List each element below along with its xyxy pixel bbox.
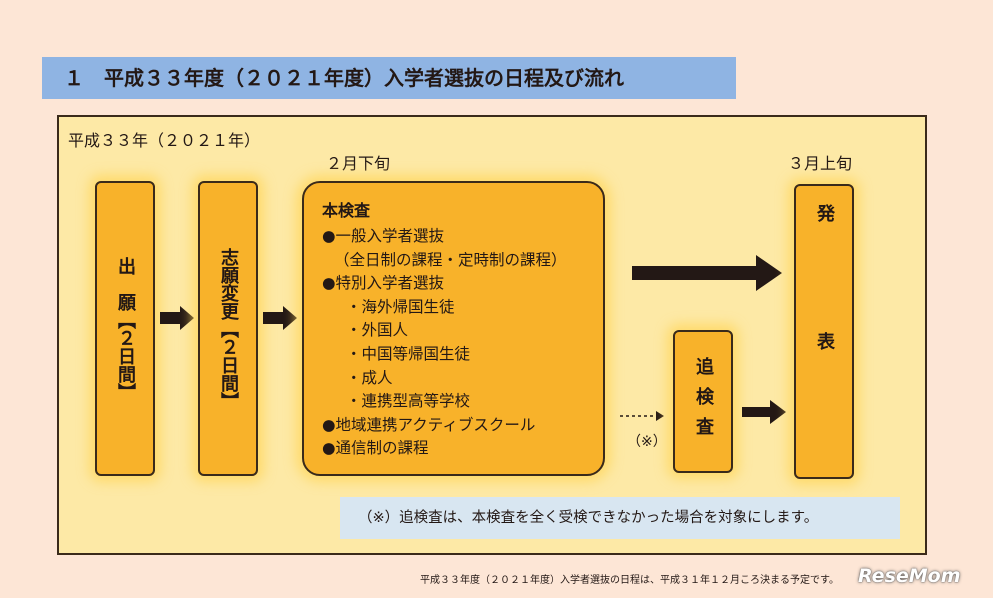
year-label: 平成３３年（２０２１年） <box>68 131 261 150</box>
main-exam-line: ・外国人 <box>346 321 409 340</box>
date-late-february: ２月下旬 <box>326 154 391 173</box>
date-early-march: ３月上旬 <box>788 154 853 173</box>
arrow-right-icon <box>160 306 194 330</box>
application-label: 出 願【２日間】 <box>115 256 136 401</box>
result-announcement-label: 発表 <box>814 203 835 460</box>
arrow-right-icon <box>263 306 297 330</box>
followup-note-mark: （※） <box>627 434 667 450</box>
main-exam-line: ●一般入学者選抜 <box>322 227 445 245</box>
choice-change-box: 志願変更【２日間】 <box>198 181 258 476</box>
main-exam-line: （全日制の課程・定時制の課程） <box>334 250 567 269</box>
main-exam-line: ●特別入学者選抜 <box>322 274 445 293</box>
main-exam-line: ・連携型高等学校 <box>346 392 471 411</box>
page-title: １ 平成３３年度（２０２１年度）入学者選抜の日程及び流れ <box>42 57 736 99</box>
main-exam-box: 本検査 ●一般入学者選抜 （全日制の課程・定時制の課程） ●特別入学者選抜 ・海… <box>302 181 605 476</box>
main-exam-line: ・中国等帰国生徒 <box>346 344 471 363</box>
note-box: （※）追検査は、本検査を全く受検できなかった場合を対象にします。 <box>340 497 900 539</box>
arrow-right-icon <box>742 400 786 424</box>
followup-exam-label: 追検査 <box>693 356 714 447</box>
footer-note: 平成３３年度（２０２１年度）入学者選抜の日程は、平成３１年１２月ころ決まる予定で… <box>420 575 839 586</box>
application-box: 出 願【２日間】 <box>95 181 155 476</box>
arrow-to-result-icon <box>632 255 782 291</box>
main-exam-line: ・成人 <box>346 368 393 387</box>
main-exam-title: 本検査 <box>322 201 371 220</box>
choice-change-label: 志願変更【２日間】 <box>218 247 239 410</box>
followup-exam-box: 追検査 <box>673 330 733 473</box>
result-announcement-box: 発表 <box>794 184 854 479</box>
dashed-arrow-icon <box>620 411 664 421</box>
main-exam-line: ・海外帰国生徒 <box>346 297 455 316</box>
resemom-logo: ReseMom <box>858 565 961 587</box>
main-exam-line: ●通信制の課程 <box>322 439 429 458</box>
main-exam-line: ●地域連携アクティブスクール <box>322 415 536 434</box>
